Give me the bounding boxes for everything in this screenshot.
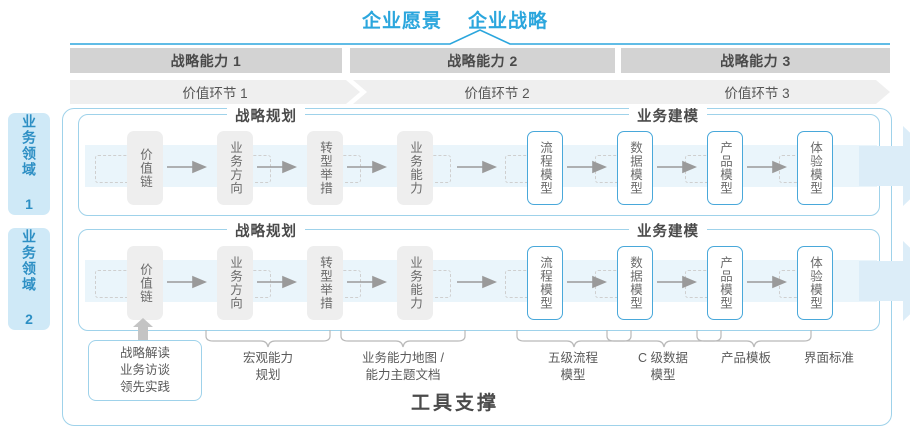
tool-label-ui-standard: 界面标准: [803, 351, 854, 365]
arrow-right-icon: [567, 275, 607, 289]
domain-row-2: 战略规划 业务建模 价值链 业务方向 转型举措 业务能力 流程模型 数据模型 产…: [78, 220, 910, 331]
value-chain-segment-2[interactable]: 价值环节 2: [353, 80, 641, 104]
flow-band-arrowhead-2: [859, 241, 910, 321]
brace-connector: [205, 330, 331, 348]
value-chain-label-2: 价值环节 2: [464, 86, 530, 101]
node-transformation-1[interactable]: 转型举措: [307, 131, 343, 205]
node-value-chain-2[interactable]: 价值链: [127, 246, 163, 320]
page-title-vision: 企业愿景: [361, 10, 442, 32]
tool-box-strategy-interpretation[interactable]: 战略解读 业务访谈 领先实践: [88, 340, 202, 401]
node-data-model-2[interactable]: 数据模型: [617, 246, 653, 320]
node-business-capability-1[interactable]: 业务能力: [397, 131, 433, 205]
capability-segment-3[interactable]: 战略能力 3: [621, 48, 890, 73]
arrow-right-icon: [167, 160, 207, 174]
top-title-group: 企业愿景 企业战略: [0, 6, 910, 32]
peak-connector-line: [70, 29, 890, 45]
node-business-direction-1[interactable]: 业务方向: [217, 131, 253, 205]
value-chain-segment-1[interactable]: 价值环节 1: [70, 80, 360, 104]
node-process-model-2[interactable]: 流程模型: [527, 246, 563, 320]
value-chain-bar-row: 价值环节 1 价值环节 2 价值环节 3: [70, 80, 890, 104]
arrow-right-icon: [657, 160, 697, 174]
arrow-right-icon: [657, 275, 697, 289]
arrow-right-icon: [167, 275, 207, 289]
tool-label-c-level-data: C 级数据 模型: [637, 351, 688, 382]
arrow-right-icon: [747, 160, 787, 174]
value-chain-segment-3[interactable]: 价值环节 3: [624, 80, 890, 104]
arrow-right-icon: [747, 275, 787, 289]
node-experience-model-1[interactable]: 体验模型: [797, 131, 833, 205]
phase-header-planning-2: 战略规划: [227, 220, 305, 240]
flow-band-arrowhead-1: [859, 126, 910, 206]
tool-label-macro-capability: 宏观能力 规划: [242, 351, 293, 382]
node-transformation-2[interactable]: 转型举措: [307, 246, 343, 320]
arrow-right-icon: [257, 275, 297, 289]
node-value-chain-1[interactable]: 价值链: [127, 131, 163, 205]
capability-segment-2[interactable]: 战略能力 2: [350, 48, 615, 73]
tool-label-product-template: 产品模板: [720, 351, 771, 365]
arrow-right-icon: [457, 160, 497, 174]
value-chain-label-3: 价值环节 3: [724, 86, 790, 101]
node-business-direction-2[interactable]: 业务方向: [217, 246, 253, 320]
node-product-model-2[interactable]: 产品模型: [707, 246, 743, 320]
arrow-right-icon: [257, 160, 297, 174]
phase-header-modeling-1: 业务建模: [629, 105, 707, 125]
sidebar-domain-tag-2[interactable]: 业务领域 2: [8, 228, 50, 330]
sidebar-domain-tag-1[interactable]: 业务领域 1: [8, 113, 50, 215]
value-chain-label-1: 价值环节 1: [182, 86, 248, 101]
phase-header-planning-1: 战略规划: [227, 105, 305, 125]
page-title-strategy: 企业战略: [468, 10, 549, 32]
node-data-model-1[interactable]: 数据模型: [617, 131, 653, 205]
arrow-up-icon: [133, 318, 153, 340]
node-product-model-1[interactable]: 产品模型: [707, 131, 743, 205]
domain-row-1: 战略规划 业务建模 价值链 业务方向 转型举措 业务能力 流程模型 数据模型 产…: [78, 105, 910, 216]
node-business-capability-2[interactable]: 业务能力: [397, 246, 433, 320]
arrow-right-icon: [347, 275, 387, 289]
tool-support-footer-label: 工具支撑: [410, 393, 499, 414]
tool-label-five-level-process: 五级流程 模型: [547, 351, 598, 382]
capability-segment-1[interactable]: 战略能力 1: [70, 48, 342, 73]
node-experience-model-2[interactable]: 体验模型: [797, 246, 833, 320]
arrow-right-icon: [567, 160, 607, 174]
arrow-right-icon: [347, 160, 387, 174]
tool-label-capability-map: 业务能力地图 / 能力主题文档: [362, 351, 444, 382]
brace-connector: [340, 330, 466, 348]
node-process-model-1[interactable]: 流程模型: [527, 131, 563, 205]
arrow-right-icon: [457, 275, 497, 289]
phase-header-modeling-2: 业务建模: [629, 220, 707, 240]
brace-connector: [696, 330, 812, 348]
capability-bar-row: 战略能力 1 战略能力 2 战略能力 3: [70, 48, 890, 73]
